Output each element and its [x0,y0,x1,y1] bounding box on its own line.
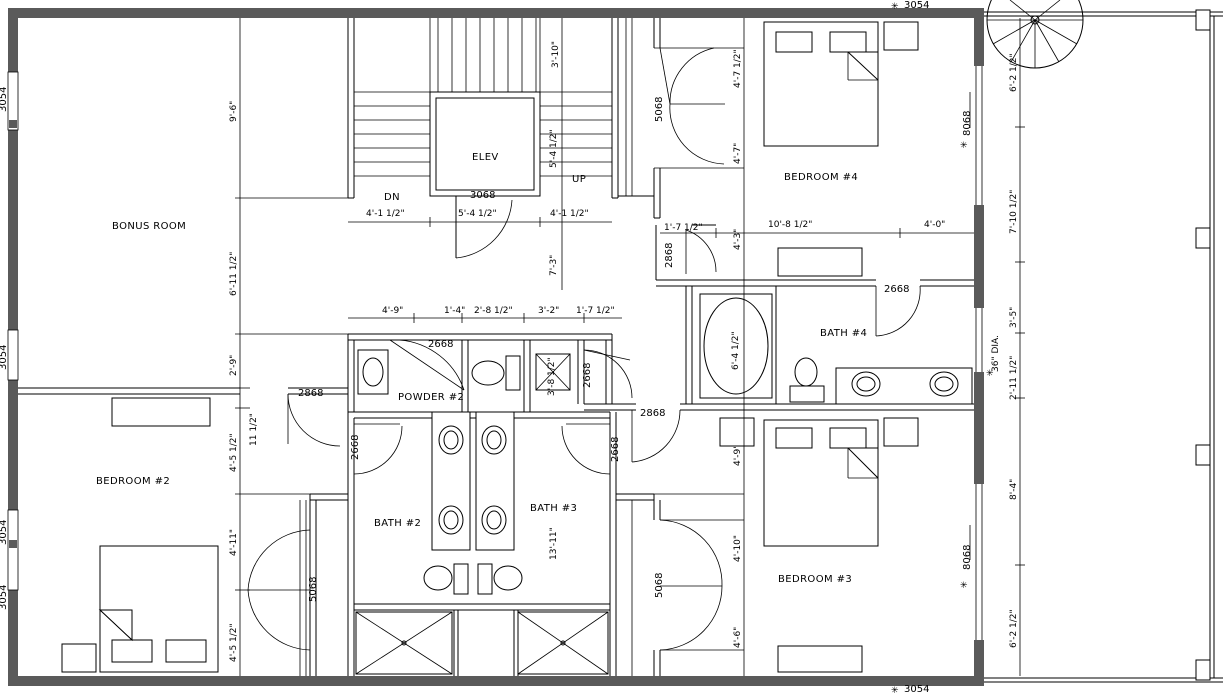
door-label: 2668 [582,363,593,388]
room-bedroom-2: BEDROOM #2 [96,476,170,487]
dimension-lines [235,18,974,676]
room-bath-2: BATH #2 [374,518,421,529]
door-labels: 3068 5068 5068 5068 2668 2868 2668 2668 … [0,0,973,694]
dimension-labels: 4'-1 1/2" 5'-4 1/2" 4'-1 1/2" 3'-10" 5'-… [229,41,1019,662]
dim-label: 4'-3" [733,229,743,250]
window-markers: ✳ ✳ ✳ ✳ ✳ [891,2,994,694]
dim-label: 6'-4 1/2" [731,331,741,370]
dim-label: 3'-2" [538,306,559,316]
dim-label: 4'-5 1/2" [229,433,239,472]
room-powder: POWDER #2 [398,392,464,403]
dim-label: 4'-1 1/2" [366,209,405,219]
balcony [984,0,1223,683]
door-label: 3054 [0,585,9,610]
door-label: 8068 [962,111,973,136]
dim-label: 4'-0" [924,220,945,230]
room-labels: BONUS ROOM BEDROOM #2 BEDROOM #3 BEDROOM… [96,152,867,585]
dim-label: 2'-8 1/2" [474,306,513,316]
dim-label: 3'-5" [1009,307,1019,328]
fixtures [61,18,973,676]
dim-label: 4'-6" [733,627,743,648]
dim-label: 3'-10" [551,41,561,68]
room-elev: ELEV [472,152,499,163]
dim-label: 2'-11 1/2" [1009,356,1019,400]
door-label: 2668 [428,339,453,350]
svg-text:✳: ✳ [891,2,899,12]
dim-label: 13'-11" [549,527,559,560]
dim-label: 4'-5 1/2" [229,623,239,662]
dim-label: 3'-8 1/2" [547,357,557,396]
dim-label: 4'-11" [229,529,239,556]
door-label: 5068 [654,97,665,122]
door-label: 3068 [470,190,495,201]
room-bath-4: BATH #4 [820,328,867,339]
dim-label: 11 1/2" [249,413,259,446]
spiral-stair [986,0,1084,69]
door-label: 2868 [640,408,665,419]
door-label: 3054 [0,345,9,370]
right-windows [969,66,983,640]
door-label: 3054 [904,684,929,694]
dim-label: 10'-8 1/2" [768,220,812,230]
svg-text:✳: ✳ [891,686,899,694]
dim-label: 7'-3" [549,255,559,276]
dim-label: 7'-10 1/2" [1009,190,1019,234]
dim-label: 4'-7 1/2" [733,49,743,88]
door-label: 3054 [0,87,9,112]
dim-label: 6'-2 1/2" [1009,609,1019,648]
dim-label: 1'-4" [444,306,465,316]
dim-label: 9'-6" [229,101,239,122]
door-label: 2868 [298,388,323,399]
dim-label: 6'-11 1/2" [229,252,239,296]
dim-label: 1'-7 1/2" [576,306,615,316]
door-label: 2668 [350,435,361,460]
exterior-walls [7,8,984,686]
svg-text:✳: ✳ [960,141,968,151]
room-bedroom-4: BEDROOM #4 [784,172,858,183]
stair-dn: DN [384,192,400,203]
dim-label: 1'-7 1/2" [664,223,703,233]
door-label: 2868 [664,243,675,268]
svg-text:✳: ✳ [960,581,968,591]
door-label: 5068 [308,577,319,602]
doors [247,47,921,651]
door-label: 3054 [904,0,929,11]
dim-label: 36" DIA. [991,335,1001,372]
stairs [354,18,612,290]
room-bath-3: BATH #3 [530,503,577,514]
door-label: 2668 [610,437,621,462]
dim-label: 6'-2 1/2" [1009,53,1019,92]
room-bedroom-3: BEDROOM #3 [778,574,852,585]
dim-label: 4'-7" [733,143,743,164]
door-label: 5068 [654,573,665,598]
dim-label: 8'-4" [1009,479,1019,500]
stair-up: UP [572,174,586,185]
dim-label: 5'-4 1/2" [458,209,497,219]
dim-label: 5'-4 1/2" [549,129,559,168]
door-label: 2668 [884,284,909,295]
door-label: 8068 [962,545,973,570]
svg-text:✳: ✳ [986,369,994,379]
door-label: 3054 [0,520,9,545]
elevator [429,91,541,259]
dim-label: 4'-1 1/2" [550,209,589,219]
dim-label: 2'-9" [229,355,239,376]
room-bonus: BONUS ROOM [112,221,186,232]
dim-label: 4'-9" [733,445,743,466]
dim-label: 4'-9" [382,306,403,316]
dim-label: 4'-10" [733,535,743,562]
